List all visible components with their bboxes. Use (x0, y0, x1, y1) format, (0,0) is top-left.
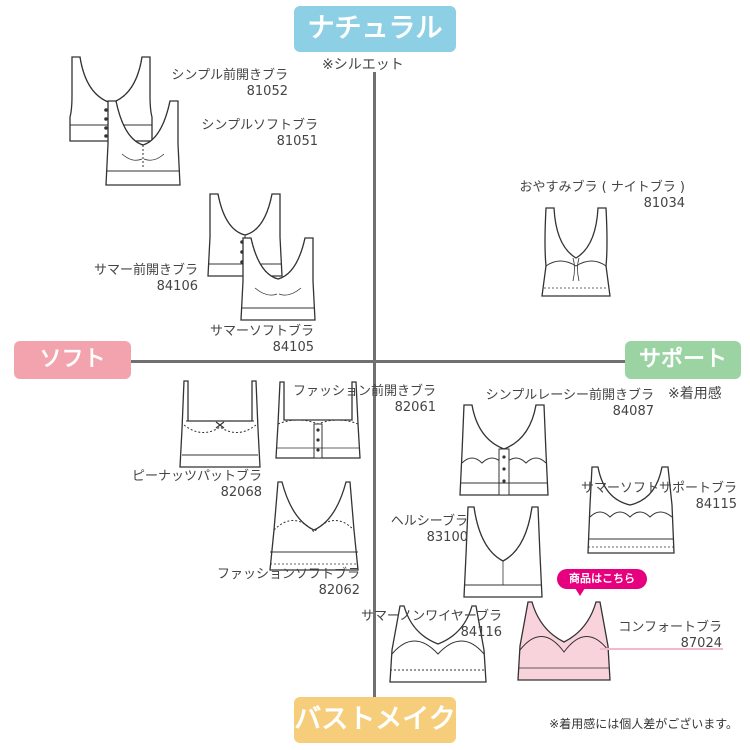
product-82068-illustration[interactable] (178, 379, 262, 469)
product-name: サマーソフトブラ (209, 324, 314, 339)
product-name: ファッション前開きブラ (292, 384, 436, 399)
product-code: 87024 (680, 636, 722, 651)
product-83100-illustration[interactable] (460, 505, 546, 599)
product-label-81052[interactable]: シンプル前開きブラ 81052 (140, 68, 288, 100)
product-name: サマー前開きブラ (93, 263, 198, 278)
product-label-82062[interactable]: ファッションソフトブラ 82062 (180, 567, 360, 599)
product-label-84115[interactable]: サマーソフトサポートブラ 84115 (545, 481, 737, 513)
product-label-84106[interactable]: サマー前開きブラ 84106 (60, 263, 198, 295)
axis-note-silhouette: ※シルエット (322, 57, 404, 73)
product-code: 82062 (318, 583, 360, 598)
product-code: 82061 (394, 400, 436, 415)
vertical-axis (373, 72, 376, 708)
product-code: 84116 (460, 625, 502, 640)
product-label-87024[interactable]: コンフォートブラ 87024 (596, 620, 722, 652)
product-84116-illustration[interactable] (386, 604, 490, 684)
product-name: コンフォートブラ (618, 620, 722, 635)
product-code: 84106 (156, 279, 198, 294)
product-code: 82068 (220, 485, 262, 500)
product-84115-illustration[interactable] (578, 465, 684, 555)
product-87024-illustration[interactable] (514, 600, 614, 682)
product-link-badge[interactable]: 商品はこちら (557, 569, 647, 596)
product-87024-underline (600, 648, 723, 650)
product-84105-illustration[interactable] (237, 236, 319, 322)
product-code: 81052 (246, 84, 288, 99)
axis-label-bustmake: バストメイク (294, 697, 456, 743)
product-code: 83100 (426, 530, 468, 545)
product-81034-illustration[interactable] (540, 206, 612, 300)
product-label-84116[interactable]: サマーノンワイヤーブラ 84116 (326, 609, 502, 641)
product-name: ピーナッツパットブラ (131, 469, 262, 484)
axis-label-support: サポート (625, 341, 741, 379)
footnote: ※着用感には個人差がございます。 (549, 717, 738, 731)
product-label-81034[interactable]: おやすみブラ ( ナイトブラ ) 81034 (480, 180, 685, 212)
product-name: シンプルソフトブラ (201, 118, 318, 133)
product-label-84105[interactable]: サマーソフトブラ 84105 (176, 324, 314, 356)
product-code: 84105 (272, 340, 314, 355)
product-81051-illustration[interactable] (102, 99, 184, 187)
horizontal-axis (130, 360, 625, 363)
product-name: シンプルレーシー前開きブラ (485, 388, 654, 403)
axis-label-natural: ナチュラル (294, 6, 456, 52)
product-name: おやすみブラ ( ナイトブラ ) (519, 180, 685, 195)
product-code: 84115 (695, 497, 737, 512)
product-name: サマーソフトサポートブラ (580, 481, 737, 496)
product-label-81051[interactable]: シンプルソフトブラ 81051 (170, 118, 318, 150)
product-code: 81051 (276, 134, 318, 149)
product-label-82068[interactable]: ピーナッツパットブラ 82068 (100, 469, 262, 501)
product-name: ファッションソフトブラ (216, 567, 360, 582)
product-82061-illustration[interactable] (272, 380, 364, 460)
product-82062-illustration[interactable] (264, 480, 364, 572)
product-84087-illustration[interactable] (458, 403, 550, 497)
product-name: ヘルシーブラ (390, 514, 468, 529)
axis-label-soft: ソフト (14, 341, 131, 379)
product-code: 81034 (643, 196, 685, 211)
axis-note-wearing-feel: ※着用感 (668, 386, 722, 402)
product-label-84087[interactable]: シンプルレーシー前開きブラ 84087 (448, 388, 654, 420)
product-label-82061[interactable]: ファッション前開きブラ 82061 (268, 384, 436, 416)
product-label-83100[interactable]: ヘルシーブラ 83100 (360, 514, 468, 546)
product-name: サマーノンワイヤーブラ (360, 609, 502, 624)
product-code: 84087 (612, 404, 654, 419)
product-name: シンプル前開きブラ (171, 68, 288, 83)
